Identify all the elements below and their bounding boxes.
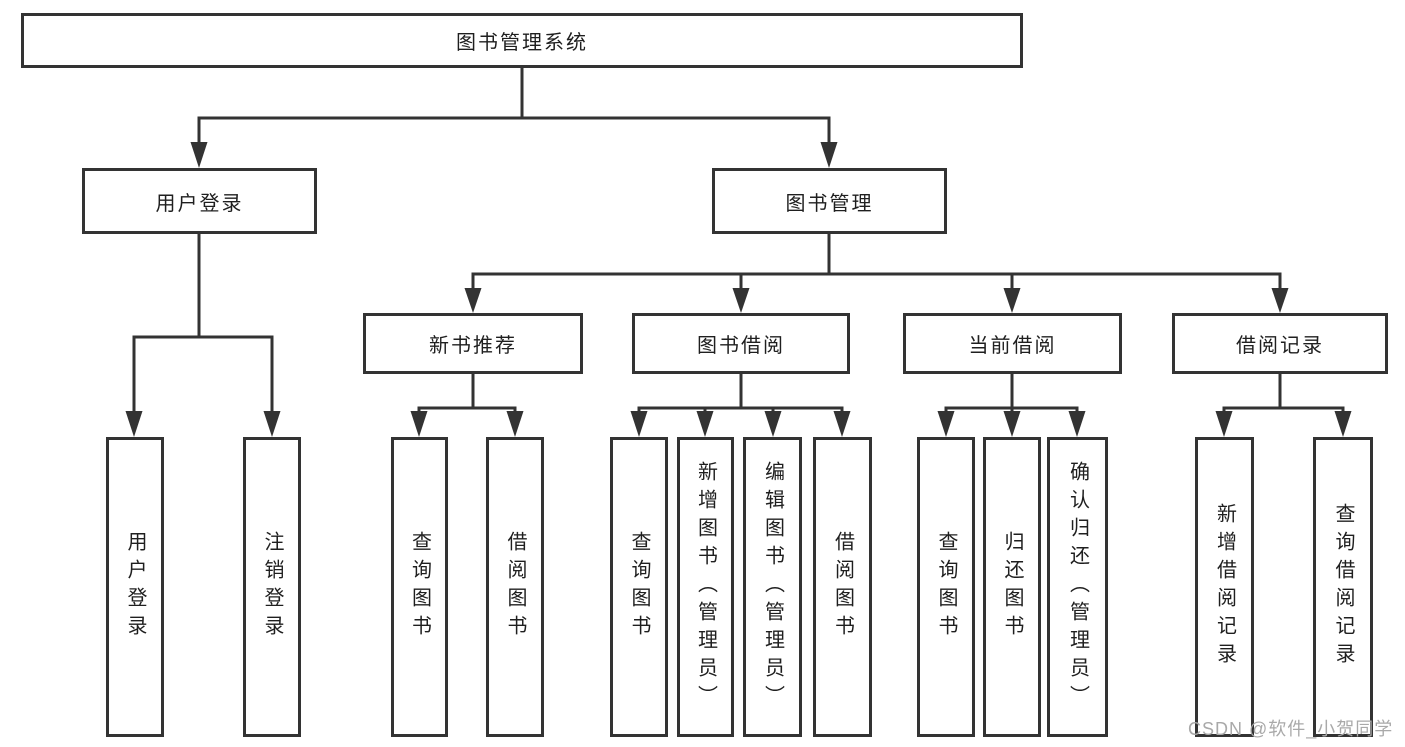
node-leaf-logout: 注销登录 [243, 437, 301, 737]
arrow-leaf-cur-return [1003, 411, 1021, 437]
node-new-book-recommend: 新书推荐 [363, 313, 583, 374]
arrow-leaf-cur-query [937, 411, 955, 437]
node-leaf-current-confirm-admin: 确认归还（管理员） [1047, 437, 1108, 737]
csdn-watermark: CSDN @软件_小贺同学 [1188, 719, 1394, 739]
node-leaf-borrow-edit-admin: 编辑图书（管理员） [743, 437, 802, 737]
node-borrowing-records: 借阅记录 [1172, 313, 1388, 374]
node-book-management-module: 图书管理 [712, 168, 947, 234]
arrow-leaf-bw-query [630, 411, 648, 437]
edge-login-rail [132, 335, 274, 412]
edge-level2-rail [471, 272, 1282, 290]
node-leaf-current-return: 归还图书 [983, 437, 1041, 737]
node-leaf-borrow-add-admin: 新增图书（管理员） [677, 437, 734, 737]
edge-level1-rail [197, 116, 831, 144]
node-leaf-borrow-borrow: 借阅图书 [813, 437, 872, 737]
node-user-login-module: 用户登录 [82, 168, 317, 234]
node-leaf-user-login: 用户登录 [106, 437, 164, 737]
arrow-leaf-nb-borrow [506, 411, 524, 437]
arrow-borrow [732, 288, 750, 313]
arrow-leaf-bw-edit [764, 411, 782, 437]
arrow-leaf-login [125, 411, 143, 437]
arrow-leaf-rec-add [1215, 411, 1233, 437]
arrow-leaf-cur-confirm [1068, 411, 1086, 437]
arrow-book-mgmt [820, 142, 838, 168]
node-leaf-current-query: 查询图书 [917, 437, 975, 737]
edge-borrow-rail [637, 406, 844, 412]
node-leaf-newbook-borrow: 借阅图书 [486, 437, 544, 737]
arrow-leaf-bw-borrow [833, 411, 851, 437]
arrow-user-login [190, 142, 208, 168]
node-book-borrowing: 图书借阅 [632, 313, 850, 374]
node-leaf-newbook-query: 查询图书 [391, 437, 448, 737]
edge-newbook-rail [417, 406, 517, 412]
node-root-system: 图书管理系统 [21, 13, 1023, 68]
arrow-leaf-bw-add [696, 411, 714, 437]
arrowheads [125, 142, 1352, 437]
node-leaf-record-add: 新增借阅记录 [1195, 437, 1254, 737]
arrow-leaf-logout [263, 411, 281, 437]
edge-record-rail [1222, 406, 1345, 412]
arrow-current [1003, 288, 1021, 313]
node-current-borrowing: 当前借阅 [903, 313, 1122, 374]
arrow-leaf-nb-query [410, 411, 428, 437]
node-leaf-record-query: 查询借阅记录 [1313, 437, 1373, 737]
node-leaf-borrow-query: 查询图书 [610, 437, 668, 737]
arrow-leaf-rec-query [1334, 411, 1352, 437]
arrow-record [1271, 288, 1289, 313]
arrow-newbook [464, 288, 482, 313]
